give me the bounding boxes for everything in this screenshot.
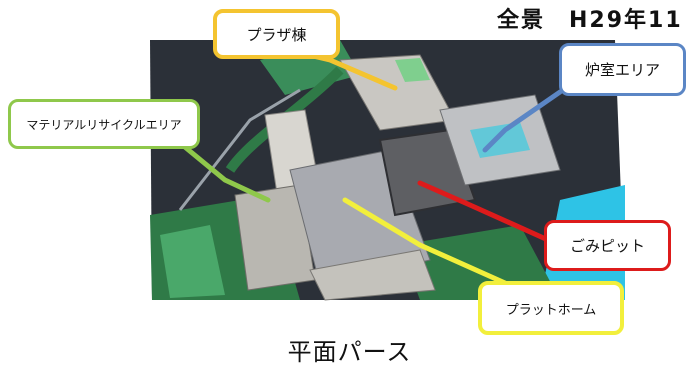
callout-material-recycle-area: マテリアルリサイクルエリア [8, 99, 200, 149]
pointer-pit [417, 180, 551, 243]
callout-plaza-building: プラザ棟 [213, 9, 340, 59]
callout-garbage-pit-label: ごみピット [569, 237, 645, 255]
lawn-left-inner [160, 225, 225, 298]
pointer-platform [342, 197, 508, 286]
callout-platform-label: プラットホーム [505, 302, 597, 318]
building-pit [378, 128, 477, 217]
pointer-mr [177, 140, 271, 203]
callout-furnace-label: 炉室エリア [584, 61, 660, 79]
callout-platform: プラットホーム [478, 281, 624, 335]
building-bottom [309, 249, 436, 301]
building-plaza-roof [395, 58, 430, 82]
callout-plaza-label: プラザ棟 [246, 25, 307, 44]
pointer-furnace [482, 89, 563, 153]
road [178, 88, 301, 211]
page-title: 全景 H29年11 [497, 8, 683, 33]
callout-garbage-pit: ごみピット [544, 220, 671, 271]
callout-furnace-area: 炉室エリア [559, 43, 686, 96]
figure-caption: 平面パース [287, 338, 412, 366]
callout-material-recycle-label: マテリアルリサイクルエリア [26, 117, 182, 132]
